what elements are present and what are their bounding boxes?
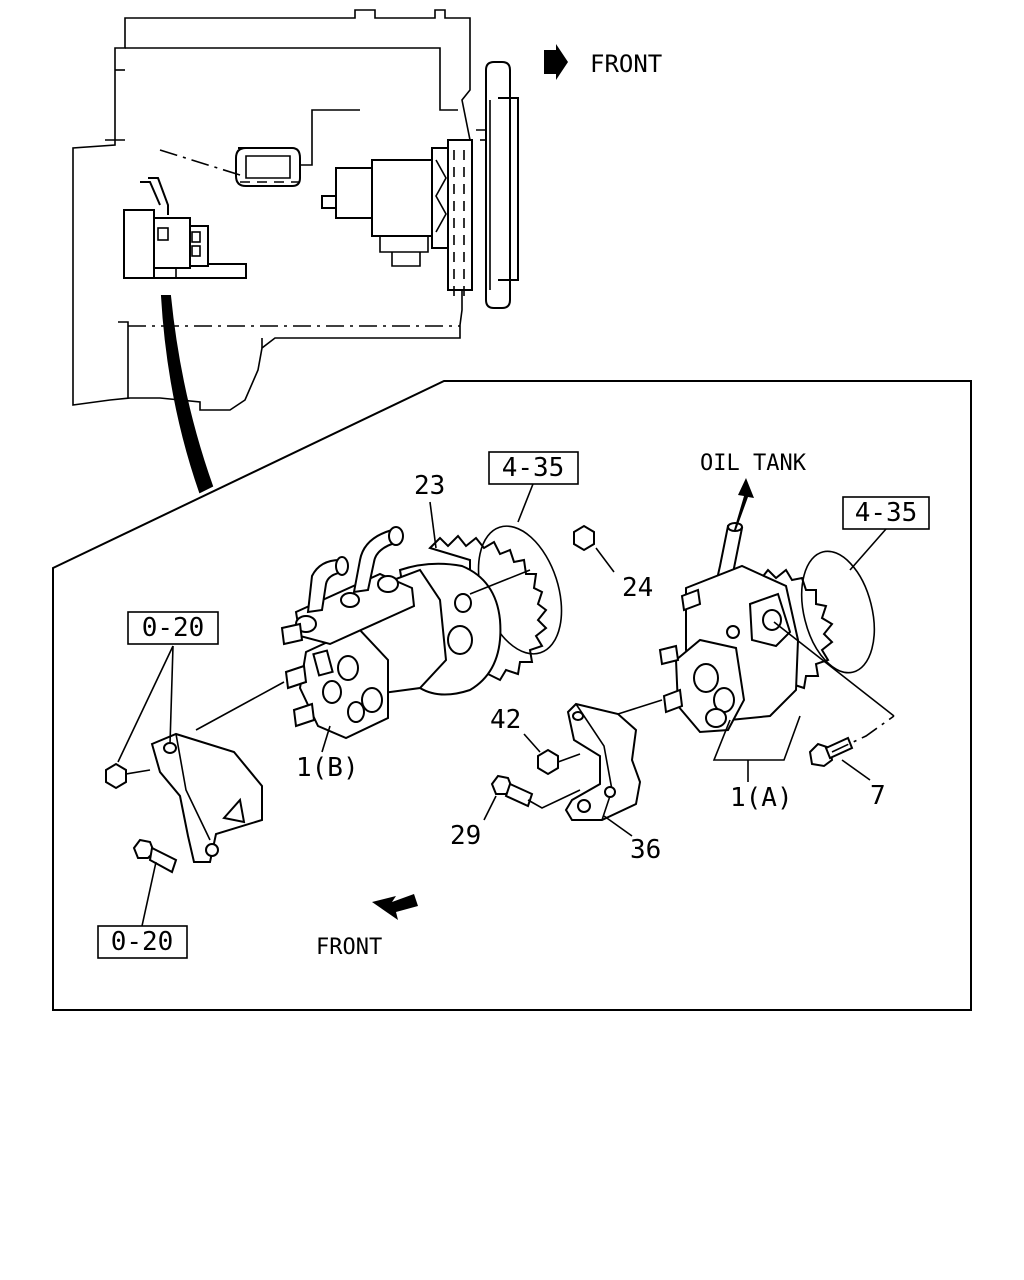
front-label-bottom: FRONT	[316, 935, 382, 960]
svg-text:0-20: 0-20	[111, 927, 174, 957]
zoom-arrow-icon	[160, 295, 214, 494]
callout-23: 23	[414, 471, 445, 501]
front-indicator-top: FRONT	[544, 44, 662, 80]
callout-42: 42	[490, 705, 521, 735]
bolt-7	[773, 621, 895, 768]
nut-42	[537, 748, 559, 776]
bracket-36	[564, 699, 663, 821]
ref-box-0-20-b: 0-20	[97, 861, 188, 959]
oil-tank-label: OIL TANK	[700, 451, 807, 476]
callout-36: 36	[630, 835, 661, 865]
callout-29: 29	[450, 821, 481, 851]
callout-1a: 1(A)	[730, 783, 793, 813]
ref-box-4-35-a: 4-35	[488, 451, 579, 523]
front-label-top: FRONT	[590, 50, 662, 78]
front-pump-small	[321, 61, 519, 309]
ref-box-0-20-a: 0-20	[117, 611, 219, 763]
callout-7: 7	[870, 781, 886, 811]
callout-24: 24	[622, 573, 653, 603]
svg-text:4-35: 4-35	[502, 453, 565, 483]
detail-frame	[52, 380, 972, 1011]
svg-text:4-35: 4-35	[855, 498, 918, 528]
nut-24	[573, 524, 595, 552]
engine-overview	[72, 9, 519, 494]
bolt-29	[490, 774, 581, 809]
arrow-up-icon	[734, 478, 754, 530]
svg-text:0-20: 0-20	[142, 613, 205, 643]
bracket-left	[105, 681, 285, 874]
pump-1a	[658, 522, 876, 761]
oil-tank-indicator: OIL TANK	[700, 451, 807, 530]
arrow-down-left-icon	[372, 894, 418, 920]
front-indicator-bottom: FRONT	[316, 894, 418, 960]
pump-1b	[280, 525, 563, 740]
arrow-right-icon	[544, 44, 568, 80]
callout-1b: 1(B)	[296, 753, 359, 783]
pump-icon-small	[123, 177, 247, 279]
ref-box-4-35-b: 4-35	[842, 496, 930, 571]
